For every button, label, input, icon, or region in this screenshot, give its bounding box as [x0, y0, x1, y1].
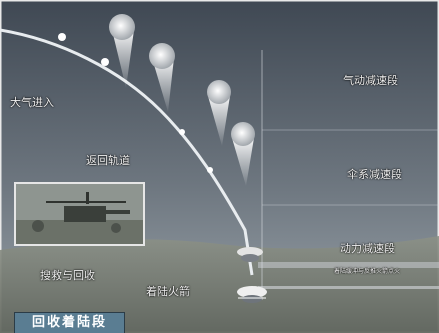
label-powered-deceleration-note: 着陆缓冲与反推火箭点火: [334, 268, 401, 275]
trajectory-marker: [101, 58, 109, 66]
capsule-icon: [237, 286, 267, 303]
capsule-icon: [109, 14, 135, 88]
section-title-banner: 回收着陆段: [14, 312, 125, 333]
recovery-photo: [14, 182, 145, 246]
label-powered-deceleration: 动力减速段: [340, 242, 395, 255]
orbit-path: [0, 28, 254, 276]
trajectory-marker: [58, 33, 66, 41]
trajectory-marker: [179, 129, 185, 135]
label-retro-rocket: 着陆火箭: [146, 285, 190, 298]
trajectory-marker: [207, 167, 213, 173]
helicopter-icon: [16, 184, 143, 244]
capsule-icon: [231, 122, 255, 186]
label-return-trajectory: 返回轨道: [86, 154, 130, 167]
ground-band: [258, 262, 439, 268]
label-rescue-recovery: 搜救与回收: [40, 269, 95, 282]
label-pneumatic-deceleration: 气动减速段: [343, 74, 398, 87]
label-atmosphere-entry: 大气进入: [10, 96, 54, 109]
section-title: 回收着陆段: [31, 315, 107, 330]
terrain: [0, 236, 439, 333]
label-parachute-deceleration: 伞系减速段: [347, 168, 402, 181]
ground-line: [258, 286, 439, 289]
capsule-icon: [207, 80, 231, 146]
capsule-icon: [149, 43, 175, 112]
parachute-icon: [237, 247, 263, 262]
